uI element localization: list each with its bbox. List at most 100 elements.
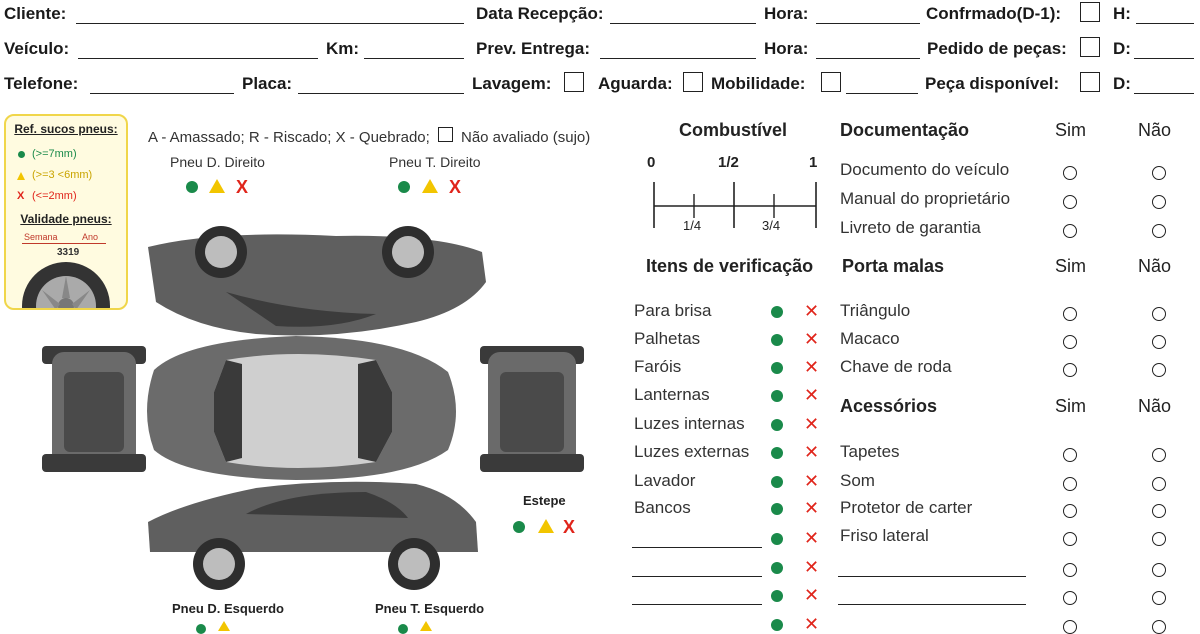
acc-title: Acessórios bbox=[840, 396, 938, 416]
peca-disponivel-checkbox[interactable] bbox=[1080, 72, 1100, 92]
check-fail-icon[interactable]: ✕ bbox=[804, 385, 820, 405]
km-label: Km: bbox=[326, 39, 360, 58]
check-ok-icon[interactable] bbox=[771, 419, 783, 431]
d-field-1[interactable] bbox=[1134, 41, 1194, 59]
check-ok-icon[interactable] bbox=[771, 590, 783, 602]
check-fail-icon[interactable]: ✕ bbox=[804, 442, 820, 462]
km-field[interactable] bbox=[364, 41, 464, 59]
porta_malas-no-radio[interactable] bbox=[1152, 363, 1166, 377]
d-field-2[interactable] bbox=[1134, 76, 1194, 94]
hora-field-2[interactable] bbox=[816, 41, 920, 59]
check-ok-icon[interactable] bbox=[771, 447, 783, 459]
acessorios-yes-radio[interactable] bbox=[1063, 532, 1077, 546]
check-item-blank-field[interactable] bbox=[632, 530, 762, 548]
hora-field-1[interactable] bbox=[816, 6, 920, 24]
acessorios-yes-radio[interactable] bbox=[1063, 448, 1077, 462]
placa-field[interactable] bbox=[298, 76, 464, 94]
check-fail-icon[interactable]: ✕ bbox=[804, 357, 820, 377]
h-field[interactable] bbox=[1136, 6, 1194, 24]
acessorios-no-radio[interactable] bbox=[1152, 532, 1166, 546]
acessorios-yes-radio[interactable] bbox=[1063, 620, 1077, 634]
check-fail-icon[interactable]: ✕ bbox=[804, 471, 820, 491]
acessorios-blank-field[interactable] bbox=[838, 587, 1026, 605]
porta_malas-no-radio[interactable] bbox=[1152, 307, 1166, 321]
check-fail-icon[interactable]: ✕ bbox=[804, 557, 820, 577]
documentacao-yes-radio[interactable] bbox=[1063, 224, 1077, 238]
telefone-field[interactable] bbox=[90, 76, 234, 94]
placa-label: Placa: bbox=[242, 74, 293, 93]
tire-front-left-yellow-triangle-icon[interactable] bbox=[218, 621, 230, 631]
tire-front-right-red-x-icon[interactable]: X bbox=[236, 177, 249, 197]
tire-spare-yellow-triangle-icon[interactable] bbox=[538, 519, 554, 533]
tire-rear-left-yellow-triangle-icon[interactable] bbox=[420, 621, 432, 631]
check-ok-icon[interactable] bbox=[771, 503, 783, 515]
check-ok-icon[interactable] bbox=[771, 362, 783, 374]
acessorios-no-radio[interactable] bbox=[1152, 504, 1166, 518]
trunk-no-header: Não bbox=[1138, 256, 1172, 276]
tire-spare-green-dot-icon[interactable] bbox=[513, 521, 525, 533]
check-ok-icon[interactable] bbox=[771, 390, 783, 402]
tire-front-right-green-dot-icon[interactable] bbox=[186, 181, 198, 193]
tire-rear-right-red-x-icon[interactable]: X bbox=[449, 177, 462, 197]
tire-front-right-yellow-triangle-icon[interactable] bbox=[209, 179, 225, 193]
porta_malas-yes-radio[interactable] bbox=[1063, 335, 1077, 349]
pedido-pecas-checkbox[interactable] bbox=[1080, 37, 1100, 57]
lavagem-checkbox[interactable] bbox=[564, 72, 584, 92]
check-fail-icon[interactable]: ✕ bbox=[804, 528, 820, 548]
acessorios-blank-field[interactable] bbox=[838, 559, 1026, 577]
check-fail-icon[interactable]: ✕ bbox=[804, 329, 820, 349]
car-diagram[interactable] bbox=[36, 222, 590, 594]
mobilidade-checkbox[interactable] bbox=[821, 72, 841, 92]
data-recepcao-field[interactable] bbox=[610, 6, 756, 24]
aguarda-label: Aguarda: bbox=[598, 74, 673, 93]
check-item-blank-field[interactable] bbox=[632, 587, 762, 605]
tire-rear-right-label: Pneu T. Direito bbox=[389, 154, 481, 170]
check-item-label: Palhetas bbox=[634, 329, 701, 348]
documentacao-no-radio[interactable] bbox=[1152, 166, 1166, 180]
prev-entrega-field[interactable] bbox=[600, 41, 756, 59]
acessorios-no-radio[interactable] bbox=[1152, 591, 1166, 605]
acessorios-no-radio[interactable] bbox=[1152, 448, 1166, 462]
documentacao-yes-radio[interactable] bbox=[1063, 166, 1077, 180]
acessorios-yes-radio[interactable] bbox=[1063, 563, 1077, 577]
fuel-gauge[interactable] bbox=[650, 178, 822, 234]
car-top-view bbox=[147, 336, 456, 480]
check-ok-icon[interactable] bbox=[771, 476, 783, 488]
check-ok-icon[interactable] bbox=[771, 562, 783, 574]
mobilidade-field[interactable] bbox=[846, 76, 918, 94]
porta_malas-no-radio[interactable] bbox=[1152, 335, 1166, 349]
pedido-pecas-label: Pedido de peças: bbox=[927, 39, 1067, 58]
check-ok-icon[interactable] bbox=[771, 306, 783, 318]
check-ok-icon[interactable] bbox=[771, 533, 783, 545]
check-ok-icon[interactable] bbox=[771, 334, 783, 346]
acessorios-yes-radio[interactable] bbox=[1063, 477, 1077, 491]
porta_malas-yes-radio[interactable] bbox=[1063, 363, 1077, 377]
acessorios-no-radio[interactable] bbox=[1152, 477, 1166, 491]
tire-rear-right-green-dot-icon[interactable] bbox=[398, 181, 410, 193]
veiculo-field[interactable] bbox=[78, 41, 318, 59]
check-fail-icon[interactable]: ✕ bbox=[804, 498, 820, 518]
check-fail-icon[interactable]: ✕ bbox=[804, 614, 820, 634]
acessorios-no-radio[interactable] bbox=[1152, 563, 1166, 577]
cliente-field[interactable] bbox=[76, 6, 464, 24]
porta_malas-yes-radio[interactable] bbox=[1063, 307, 1077, 321]
documentacao-no-radio[interactable] bbox=[1152, 195, 1166, 209]
acessorios-yes-radio[interactable] bbox=[1063, 591, 1077, 605]
tire-spare-red-x-icon[interactable]: X bbox=[563, 517, 576, 537]
tire-front-left-green-dot-icon[interactable] bbox=[196, 624, 206, 634]
aguarda-checkbox[interactable] bbox=[683, 72, 703, 92]
check-fail-icon[interactable]: ✕ bbox=[804, 414, 820, 434]
check-fail-icon[interactable]: ✕ bbox=[804, 301, 820, 321]
check-item-blank-field[interactable] bbox=[632, 559, 762, 577]
documentacao-item-label: Livreto de garantia bbox=[840, 218, 981, 237]
documentacao-no-radio[interactable] bbox=[1152, 224, 1166, 238]
tire-rear-left-green-dot-icon[interactable] bbox=[398, 624, 408, 634]
check-fail-icon[interactable]: ✕ bbox=[804, 585, 820, 605]
acessorios-item-label: Tapetes bbox=[840, 442, 900, 461]
acessorios-no-radio[interactable] bbox=[1152, 620, 1166, 634]
check-ok-icon[interactable] bbox=[771, 619, 783, 631]
acessorios-yes-radio[interactable] bbox=[1063, 504, 1077, 518]
documentacao-yes-radio[interactable] bbox=[1063, 195, 1077, 209]
confirmado-checkbox[interactable] bbox=[1080, 2, 1100, 22]
tire-rear-right-yellow-triangle-icon[interactable] bbox=[422, 179, 438, 193]
